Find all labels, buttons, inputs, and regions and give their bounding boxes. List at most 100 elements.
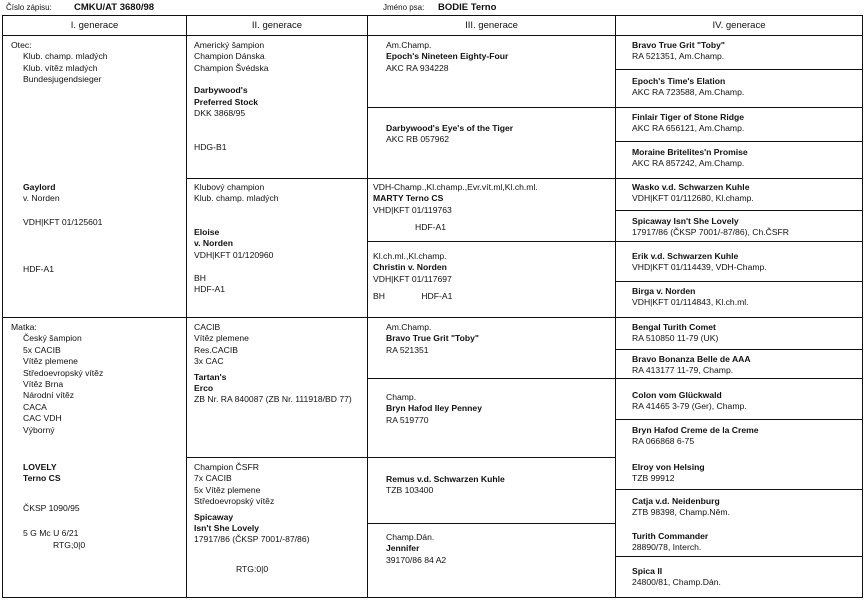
gen3-name: Remus v.d. Schwarzen Kuhle	[386, 474, 505, 484]
gen4-registration: RA 413177 11-79, Champ.	[632, 365, 734, 376]
sire-entry: Otec: Klub. champ. mladých Klub. vítěz m…	[11, 40, 108, 86]
gen3-title: Champ.	[386, 392, 417, 402]
gen2-registration: 17917/86 (ČKSP 7001/-87/86)	[194, 534, 310, 545]
gen2-entry: CACIB Vítěz plemene Res.CACIB 3x CAC Tar…	[194, 322, 352, 406]
gen3-entry: Champ. Bryn Hafod Iley Penney RA 519770	[386, 392, 482, 426]
gen2-title: 5x Vítěz plemene	[194, 484, 261, 495]
gen3-health: HDF-A1	[415, 222, 447, 233]
gen2-title: Vítěz plemene	[194, 333, 249, 344]
dam-title: Vítěz Brna	[23, 379, 64, 390]
gen3-registration: TZB 103400	[386, 485, 434, 496]
sire-name-suffix: v. Norden	[23, 193, 60, 204]
dam-name-suffix: Terno CS	[23, 473, 61, 484]
dam-title: Středoevropský vítěz	[23, 367, 104, 378]
registration-number: CMKU/AT 3680/98	[74, 2, 155, 13]
gen4-registration: TZB 99912	[632, 473, 675, 484]
dog-name-label: Jméno psa:	[383, 3, 425, 12]
gen3-name: Epoch's Nineteen Eighty-Four	[386, 51, 509, 62]
gen4-registration: VDH|KFT 01/114843, Kl.ch.ml.	[632, 297, 749, 308]
gen4-registration: 17917/86 (ČKSP 7001/-87/86), Ch.ČSFR	[632, 227, 790, 238]
gen3-title: Kl.ch.ml.,Kl.champ.	[373, 251, 447, 261]
document-header: Číslo zápisu: CMKU/AT 3680/98 Jméno psa:…	[0, 2, 867, 16]
dam-title: Český šampion	[23, 333, 82, 344]
gen2-entry: Champion ČSFR 7x CACIB 5x Vítěz plemene …	[194, 462, 309, 575]
gen2-title: Res.CACIB	[194, 344, 238, 355]
gen4-name: Bravo Bonanza Belle de AAA	[632, 354, 751, 364]
gen4-name: Elroy von Helsing	[632, 462, 705, 472]
dam-registration: ČKSP 1090/95	[23, 502, 80, 513]
gen2-name: Darbywood's	[194, 85, 248, 96]
gen4-name: Turith Commander	[632, 531, 709, 541]
dam-title: Výborný	[23, 424, 55, 435]
gen3-registration: 39170/86 84 A2	[386, 554, 447, 565]
gen2-name: Spicaway	[194, 511, 234, 522]
gen2-title: 7x CACIB	[194, 473, 232, 484]
dam-title: CACA	[23, 401, 47, 412]
gen3-entry: Remus v.d. Schwarzen Kuhle TZB 103400	[386, 474, 505, 497]
gen4-registration: AKC RA 723588, Am.Champ.	[632, 87, 745, 98]
dam-name: LOVELY	[23, 462, 57, 472]
gen3-entry: Am.Champ. Epoch's Nineteen Eighty-Four A…	[386, 40, 508, 74]
gen2-title: Champion Dánska	[194, 51, 265, 62]
gen4-registration: RA 510850 11-79 (UK)	[632, 333, 719, 344]
dam-label: Matka:	[11, 322, 37, 332]
column-header-gen1: I. generace	[70, 20, 119, 31]
gen3-health: HDF-A1	[421, 291, 453, 302]
gen3-entry: Kl.ch.ml.,Kl.champ. Christin v. Norden V…	[373, 251, 452, 303]
gen3-registration: RA 519770	[386, 414, 429, 425]
gen2-registration: ZB Nr. RA 840087 (ZB Nr. 111918/BD 77)	[194, 394, 352, 405]
column-header-gen2: II. generace	[251, 20, 303, 31]
gen2-name: v. Norden	[194, 238, 233, 249]
gen2-name: Erco	[194, 383, 214, 394]
sire-title: Bundesjugendsieger	[23, 74, 102, 85]
sire-health: HDF-A1	[23, 264, 55, 275]
gen2-xray: RTG:0|0	[236, 563, 269, 574]
gen3-registration: AKC RB 057962	[386, 134, 450, 145]
gen3-name: MARTY Terno CS	[373, 193, 444, 204]
dam-details: LOVELY Terno CS ČKSP 1090/95 5 G Mc U 6/…	[23, 462, 85, 551]
column-header-gen3: III. generace	[465, 20, 518, 31]
gen3-extra: BH	[373, 291, 385, 302]
gen3-title: Am.Champ.	[386, 40, 432, 50]
gen2-name: Tartan's	[194, 371, 227, 382]
registration-label: Číslo zápisu:	[6, 3, 52, 12]
gen3-registration: AKC RA 934228	[386, 62, 449, 73]
gen2-title: Champion ČSFR	[194, 462, 259, 472]
gen4-name: Finlair Tiger of Stone Ridge	[632, 112, 745, 122]
gen4-registration: RA 521351, Am.Champ.	[632, 51, 725, 62]
gen4-registration: RA 41465 3-79 (Ger), Champ.	[632, 401, 747, 412]
gen4-registration: ZTB 98398, Champ.Něm.	[632, 507, 730, 518]
gen4-name: Erik v.d. Schwarzen Kuhle	[632, 251, 739, 261]
gen3-title: Champ.Dán.	[386, 532, 435, 542]
gen4-registration: AKC RA 857242, Am.Champ.	[632, 158, 745, 169]
gen3-registration: VHD|KFT 01/119763	[373, 204, 452, 215]
gen2-title: 3x CAC	[194, 356, 224, 367]
dam-entry: Matka: Český šampion 5x CACIB Vítěz plem…	[11, 322, 103, 436]
gen3-entry: Champ.Dán. Jennifer 39170/86 84 A2	[386, 532, 446, 566]
gen2-entry: Americký šampion Champion Dánska Champio…	[194, 40, 269, 154]
gen4-name: Colon vom Glückwald	[632, 390, 722, 400]
gen4-name: Bryn Hafod Creme de la Creme	[632, 425, 759, 435]
gen2-entry: Klubový champion Klub. champ. mladých El…	[194, 182, 279, 296]
sire-title: Klub. vítěz mladých	[23, 62, 98, 73]
gen4-name: Spica II	[632, 566, 663, 576]
pedigree-table: I. generace II. generace III. generace I…	[2, 15, 863, 598]
sire-registration: VDH|KFT 01/125601	[23, 216, 103, 227]
gen4-name: Bengal Turith Comet	[632, 322, 716, 332]
gen3-registration: VDH|KFT 01/117697	[373, 273, 452, 284]
gen3-entry: Am.Champ. Bravo True Grit "Toby" RA 5213…	[386, 322, 479, 356]
dam-title: CAC VDH	[23, 413, 62, 424]
gen2-name: Isn't She Lovely	[194, 523, 260, 534]
gen2-name: Eloise	[194, 226, 220, 237]
